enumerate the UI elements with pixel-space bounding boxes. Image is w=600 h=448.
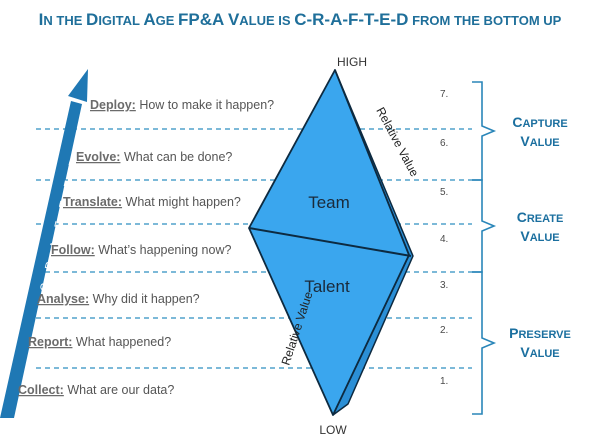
stage-labels: Deploy: How to make it happen? Evolve: W… <box>18 98 274 397</box>
level-numbers: 7. 6. 5. 4. 3. 2. 1. <box>440 89 448 387</box>
stage-key: Report: <box>28 335 72 349</box>
title-rest: THE <box>56 13 86 28</box>
title-cap: A <box>143 10 155 29</box>
create-value-line2: VALUE <box>520 228 559 244</box>
stage-key: Evolve: <box>76 150 120 164</box>
title-rest: ALUE <box>530 232 560 244</box>
title-cap: V <box>520 344 530 360</box>
title-rest: REATE <box>527 213 563 225</box>
preserve-value-line1: PRESERVE <box>509 325 571 341</box>
team-label: Team <box>308 193 350 212</box>
preserve-brace <box>472 271 497 415</box>
stage-key: Collect: <box>18 383 64 397</box>
stage-question: What’s happening now? <box>95 243 232 257</box>
stage-analyse: Analyse: Why did it happen? <box>37 292 200 306</box>
title-rest: N <box>43 13 56 28</box>
title-rest: GE <box>156 13 178 28</box>
level-number: 1. <box>440 376 448 387</box>
create-brace <box>472 179 497 273</box>
title-rest: IS <box>278 13 294 28</box>
stage-question: What might happen? <box>122 195 241 209</box>
level-number: 5. <box>440 187 448 198</box>
title-cap: P <box>509 325 518 341</box>
stage-question: What happened? <box>72 335 171 349</box>
arrow-shaft <box>0 101 82 418</box>
stage-report: Report: What happened? <box>28 335 171 349</box>
capture-value-line2: VALUE <box>520 133 559 149</box>
stage-question: Why did it happen? <box>89 292 200 306</box>
level-number: 3. <box>440 280 448 291</box>
stage-question: What can be done? <box>120 150 232 164</box>
diamond-low-label: LOW <box>319 423 347 437</box>
stage-key: Deploy: <box>90 98 136 112</box>
diamond-divider <box>248 227 412 257</box>
title-rest: RESERVE <box>518 329 570 341</box>
title-cap: V <box>520 133 530 149</box>
stage-question: How to make it happen? <box>136 98 274 112</box>
capture-brace <box>472 81 497 181</box>
stage-evolve: Evolve: What can be done? <box>76 150 232 164</box>
stage-deploy: Deploy: How to make it happen? <box>90 98 274 112</box>
title-cap: V <box>228 10 240 29</box>
level-number: 2. <box>440 325 448 336</box>
level-number: 7. <box>440 89 448 100</box>
diamond-high-label: HIGH <box>337 55 367 69</box>
title-cap: C-R-A-F-T-E-D <box>294 10 408 29</box>
slide-title: IN THE DIGITAL AGE FP&A VALUE IS C-R-A-F… <box>39 10 562 29</box>
level-number: 6. <box>440 138 448 149</box>
title-rest: ALUE <box>239 13 278 28</box>
value-diamond: HIGH LOW Team Talent Relative Value Rela… <box>248 55 422 437</box>
title-rest: ALUE <box>530 348 560 360</box>
level-number: 4. <box>440 234 448 245</box>
stage-follow: Follow: What’s happening now? <box>51 243 231 257</box>
relative-value-right: Relative Value <box>373 105 421 179</box>
stage-collect: Collect: What are our data? <box>18 383 174 397</box>
title-cap: V <box>520 228 530 244</box>
title-cap: FP&A <box>178 10 224 29</box>
stage-key: Translate: <box>63 195 122 209</box>
stage-key: Follow: <box>51 243 95 257</box>
title-cap: C <box>512 114 522 130</box>
capture-value-line1: CAPTURE <box>512 114 567 130</box>
title-cap: I <box>39 10 44 29</box>
title-cap: C <box>517 209 527 225</box>
title-cap: D <box>86 10 98 29</box>
create-value-line1: CREATE <box>517 209 564 225</box>
value-braces <box>472 81 497 415</box>
title-rest: IGITAL <box>98 13 143 28</box>
arrow-head <box>68 69 88 102</box>
title-rest: FROM THE BOTTOM UP <box>412 13 562 28</box>
preserve-value-line2: VALUE <box>520 344 559 360</box>
title-rest: APTURE <box>522 118 567 130</box>
title-rest: ALUE <box>530 137 560 149</box>
talent-label: Talent <box>304 277 350 296</box>
stage-question: What are our data? <box>64 383 175 397</box>
value-groups: CAPTURE VALUE CREATE VALUE PRESERVE VALU… <box>509 114 571 360</box>
stage-key: Analyse: <box>37 292 89 306</box>
stage-translate: Translate: What might happen? <box>63 195 241 209</box>
